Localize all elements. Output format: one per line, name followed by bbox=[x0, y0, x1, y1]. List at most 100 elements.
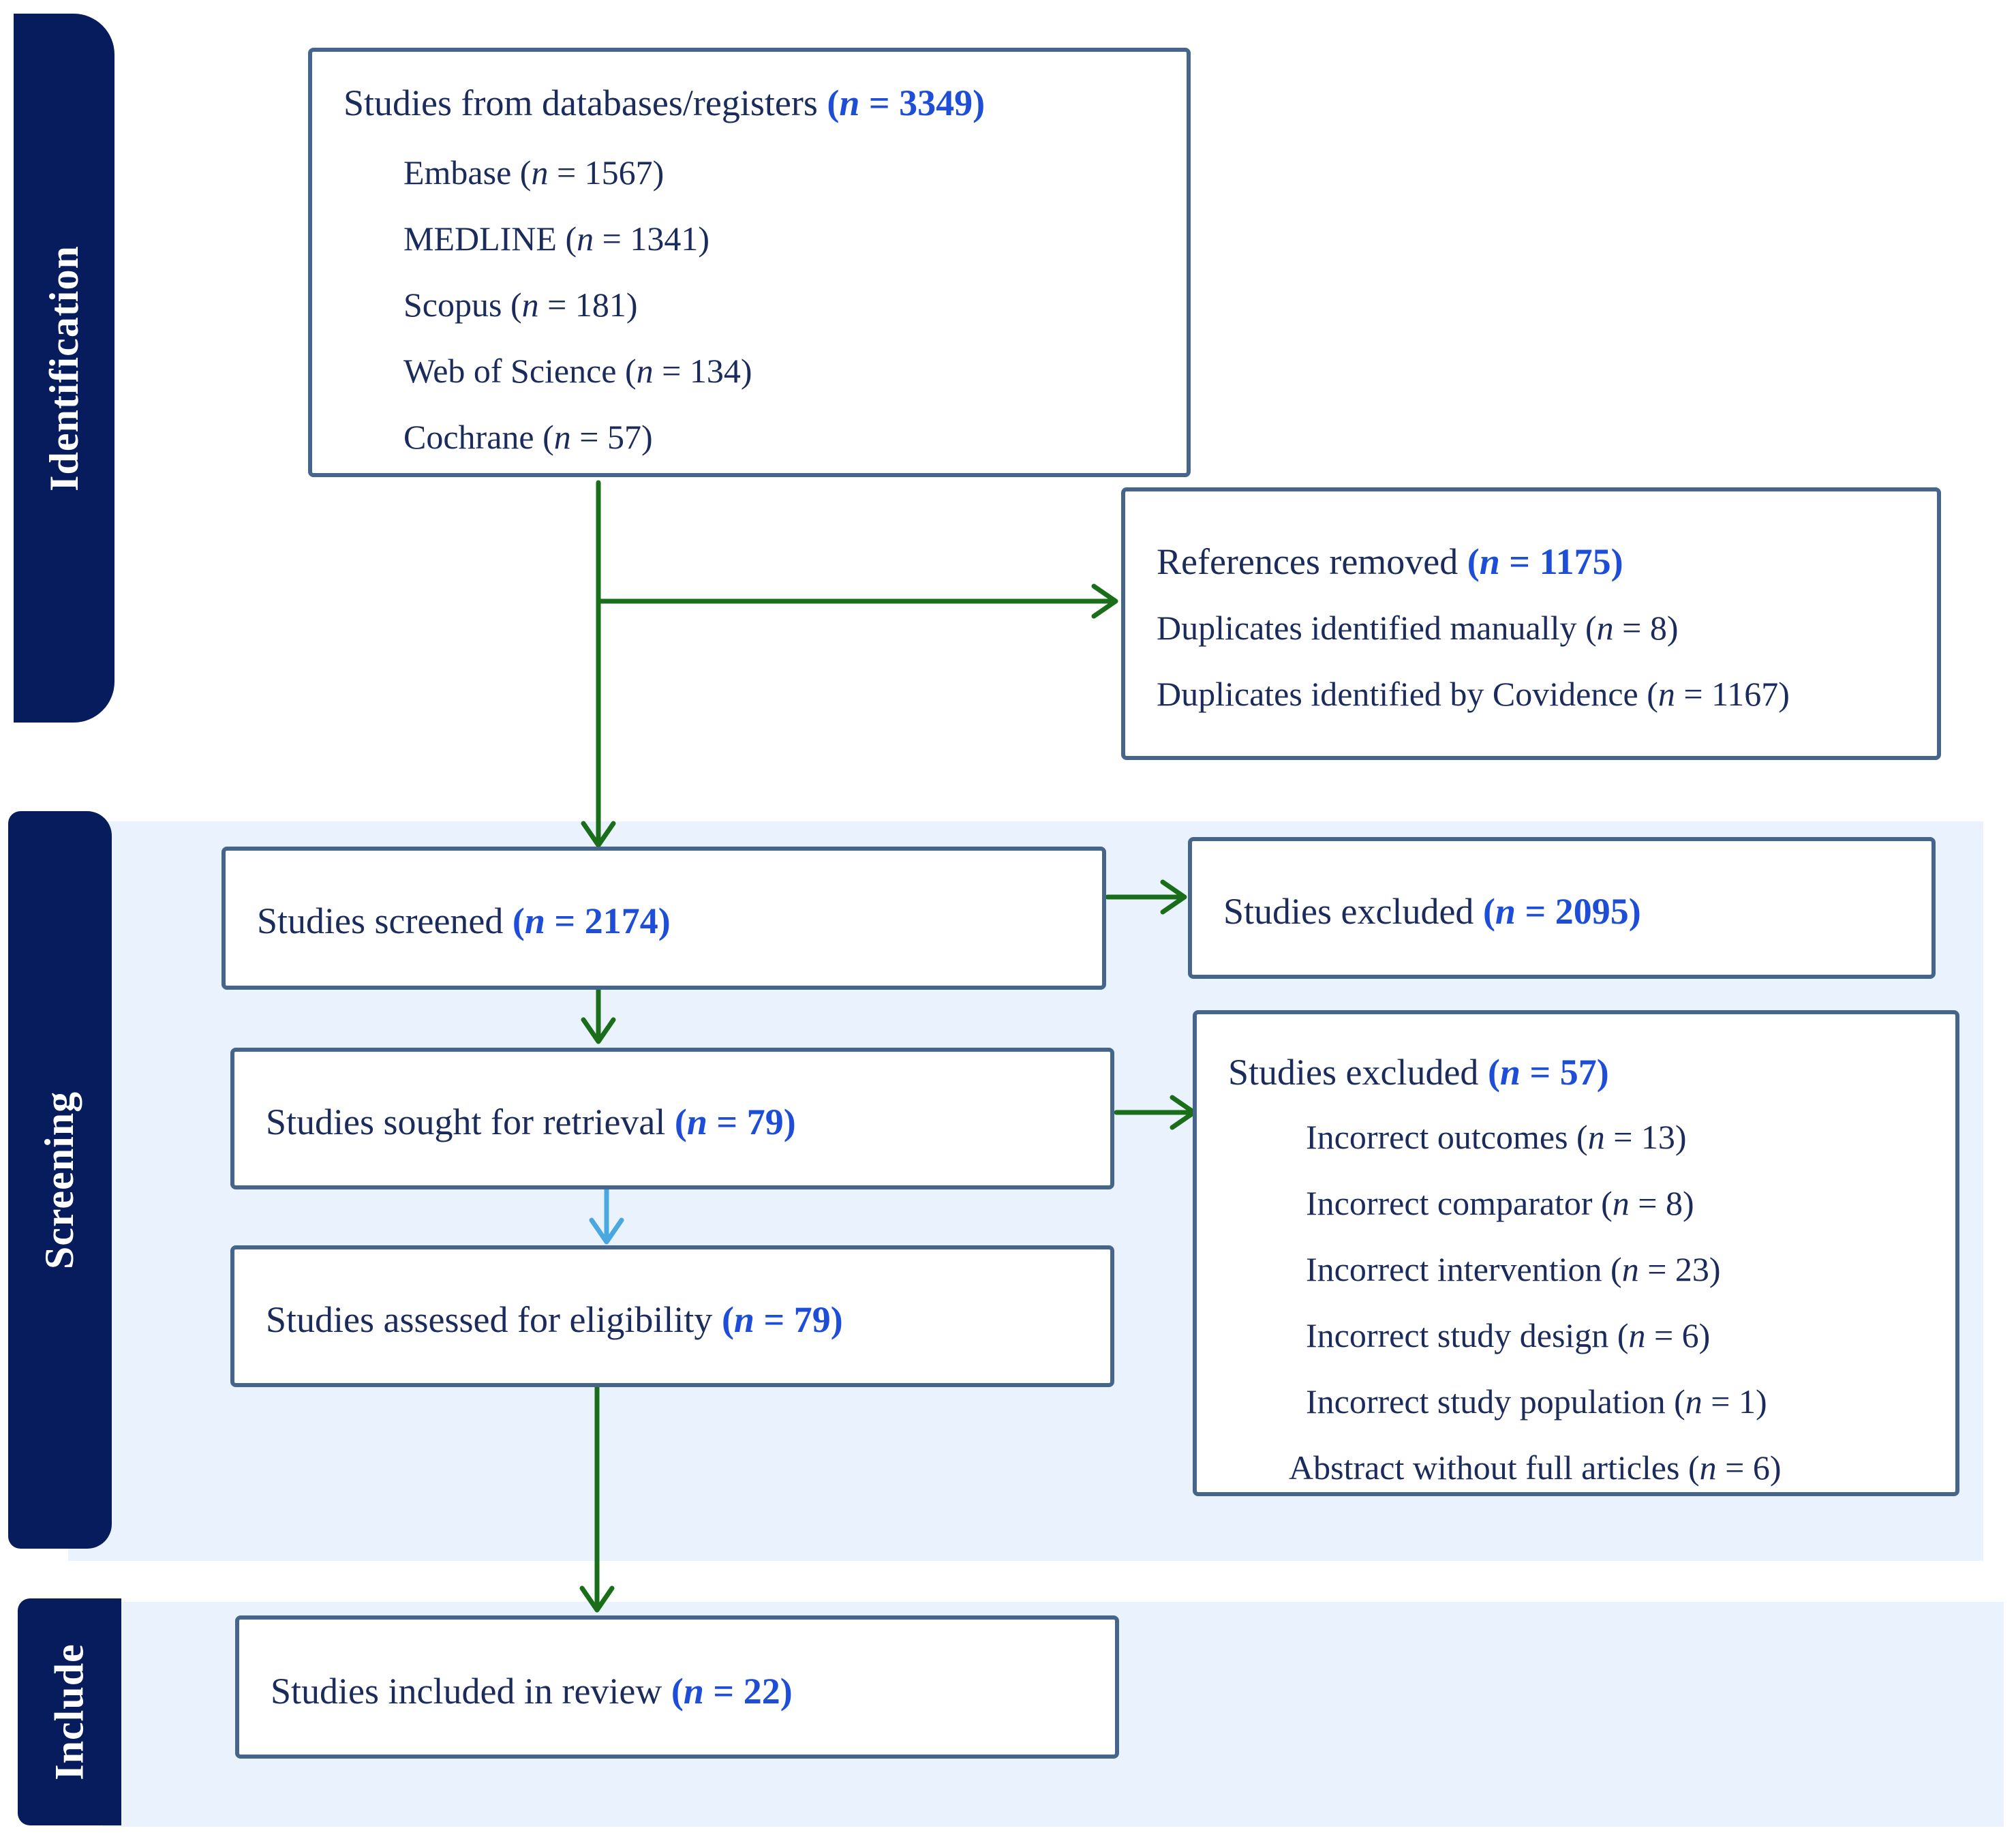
excluded-full-count: 57 bbox=[1559, 1052, 1597, 1093]
n-label: n bbox=[1699, 1448, 1717, 1487]
excluded-full-item-label: Incorrect comparator bbox=[1306, 1184, 1593, 1222]
excluded-full-item-count: 1 bbox=[1739, 1382, 1756, 1421]
stage-identification: Identification bbox=[14, 14, 114, 723]
excluded-screen-title: Studies excluded bbox=[1223, 891, 1474, 932]
identified-item-label: MEDLINE bbox=[403, 219, 557, 258]
n-label: n bbox=[683, 1671, 704, 1712]
box-removed: References removed (n = 1175) Duplicates… bbox=[1121, 487, 1941, 760]
arrowhead-assessed bbox=[589, 1217, 624, 1245]
box-excluded-screen: Studies excluded (n = 2095) bbox=[1188, 837, 1936, 979]
removed-item-label: Duplicates identified manually bbox=[1157, 609, 1577, 647]
assessed-count: 79 bbox=[793, 1299, 831, 1340]
identified-item: MEDLINE (n = 1341) bbox=[403, 219, 709, 258]
excluded-full-item-label: Incorrect study population bbox=[1306, 1382, 1666, 1421]
n-label: n bbox=[1612, 1184, 1630, 1222]
n-label: n bbox=[686, 1102, 707, 1142]
stage-screening: Screening bbox=[8, 811, 112, 1549]
sought-title: Studies sought for retrieval bbox=[266, 1102, 666, 1142]
arrowhead-removed bbox=[1091, 583, 1118, 619]
excluded-full-item-count: 13 bbox=[1640, 1118, 1675, 1156]
identified-count: 3349 bbox=[899, 82, 973, 123]
arrowhead-sought bbox=[581, 1017, 616, 1044]
excluded-full-item: Incorrect outcomes (n = 13) bbox=[1306, 1118, 1687, 1156]
excluded-full-item-label: Incorrect outcomes bbox=[1306, 1118, 1568, 1156]
identified-item: Scopus (n = 181) bbox=[403, 286, 638, 324]
identified-item-label: Scopus bbox=[403, 286, 502, 324]
n-label: n bbox=[1587, 1118, 1605, 1156]
box-sought: Studies sought for retrieval (n = 79) bbox=[230, 1048, 1114, 1189]
sought-title-line: Studies sought for retrieval (n = 79) bbox=[266, 1102, 796, 1142]
identified-n-label: n bbox=[839, 82, 860, 123]
n-label: n bbox=[553, 418, 571, 456]
excluded-full-item-label: Abstract without full articles bbox=[1289, 1448, 1680, 1487]
n-label: n bbox=[577, 219, 594, 258]
n-label: n bbox=[1495, 891, 1516, 932]
box-included: Studies included in review (n = 22) bbox=[235, 1615, 1119, 1759]
identified-item-label: Cochrane bbox=[403, 418, 534, 456]
box-assessed: Studies assessed for eligibility (n = 79… bbox=[230, 1245, 1114, 1387]
n-label: n bbox=[531, 153, 549, 192]
removed-item: Duplicates identified by Covidence (n = … bbox=[1157, 675, 1790, 713]
n-label: n bbox=[1621, 1250, 1639, 1288]
n-label: n bbox=[636, 352, 654, 390]
n-label: n bbox=[1479, 541, 1500, 582]
arrowhead-excluded-screen bbox=[1160, 879, 1187, 915]
identified-item-count: 181 bbox=[575, 286, 626, 324]
identified-title-line: Studies from databases/registers (n = 33… bbox=[343, 82, 986, 123]
identified-item-count: 1567 bbox=[584, 153, 653, 192]
n-label: n bbox=[1658, 675, 1675, 713]
n-label: n bbox=[733, 1299, 754, 1340]
excluded-full-item-label: Incorrect intervention bbox=[1306, 1250, 1602, 1288]
removed-count: 1175 bbox=[1539, 541, 1611, 582]
excluded-screen-title-line: Studies excluded (n = 2095) bbox=[1223, 891, 1641, 932]
excluded-full-item-count: 6 bbox=[1752, 1448, 1770, 1487]
excluded-full-item-label: Incorrect study design bbox=[1306, 1316, 1609, 1354]
sought-count: 79 bbox=[746, 1102, 784, 1142]
excluded-full-item-count: 8 bbox=[1665, 1184, 1683, 1222]
screened-title-line: Studies screened (n = 2174) bbox=[257, 900, 671, 941]
excluded-full-title: Studies excluded bbox=[1228, 1052, 1479, 1093]
arrowhead-included bbox=[579, 1585, 615, 1613]
removed-title-line: References removed (n = 1175) bbox=[1157, 541, 1623, 582]
excluded-screen-count: 2095 bbox=[1555, 891, 1629, 932]
n-label: n bbox=[1685, 1382, 1702, 1421]
n-label: n bbox=[524, 900, 545, 941]
removed-item-count: 1167 bbox=[1711, 675, 1779, 713]
excluded-full-item-count: 6 bbox=[1681, 1316, 1699, 1354]
included-title-line: Studies included in review (n = 22) bbox=[271, 1671, 793, 1712]
included-count: 22 bbox=[743, 1671, 780, 1712]
identified-item: Cochrane (n = 57) bbox=[403, 418, 653, 456]
identified-item-count: 57 bbox=[607, 418, 641, 456]
removed-title: References removed bbox=[1157, 541, 1458, 582]
identified-item-label: Web of Science bbox=[403, 352, 617, 390]
excluded-full-title-line: Studies excluded (n = 57) bbox=[1228, 1052, 1609, 1093]
screened-count: 2174 bbox=[584, 900, 658, 941]
removed-item-count: 8 bbox=[1649, 609, 1667, 647]
box-screened: Studies screened (n = 2174) bbox=[222, 847, 1106, 990]
stage-include: Include bbox=[18, 1598, 121, 1825]
n-label: n bbox=[1628, 1316, 1646, 1354]
identified-item: Web of Science (n = 134) bbox=[403, 352, 752, 390]
removed-item-label: Duplicates identified by Covidence bbox=[1157, 675, 1638, 713]
identified-item-count: 1341 bbox=[630, 219, 699, 258]
identified-item: Embase (n = 1567) bbox=[403, 153, 665, 192]
assessed-title-line: Studies assessed for eligibility (n = 79… bbox=[266, 1299, 843, 1340]
removed-item: Duplicates identified manually (n = 8) bbox=[1157, 609, 1679, 647]
box-identified: Studies from databases/registers (n = 33… bbox=[308, 48, 1191, 477]
n-label: n bbox=[1499, 1052, 1521, 1093]
box-excluded-full: Studies excluded (n = 57) Incorrect outc… bbox=[1193, 1010, 1959, 1496]
excluded-full-item: Incorrect comparator (n = 8) bbox=[1306, 1184, 1694, 1222]
identified-title: Studies from databases/registers bbox=[343, 82, 818, 123]
arrowhead-screened bbox=[581, 821, 616, 848]
excluded-full-item: Incorrect study population (n = 1) bbox=[1306, 1382, 1767, 1421]
identified-item-count: 134 bbox=[689, 352, 741, 390]
n-label: n bbox=[521, 286, 539, 324]
excluded-full-item-count: 23 bbox=[1675, 1250, 1709, 1288]
identified-item-label: Embase bbox=[403, 153, 512, 192]
excluded-full-item: Incorrect study design (n = 6) bbox=[1306, 1316, 1711, 1354]
excluded-full-item: Incorrect intervention (n = 23) bbox=[1306, 1250, 1721, 1288]
excluded-full-item: Abstract without full articles (n = 6) bbox=[1289, 1448, 1782, 1487]
n-label: n bbox=[1596, 609, 1614, 647]
included-title: Studies included in review bbox=[271, 1671, 662, 1712]
screened-title: Studies screened bbox=[257, 900, 504, 941]
